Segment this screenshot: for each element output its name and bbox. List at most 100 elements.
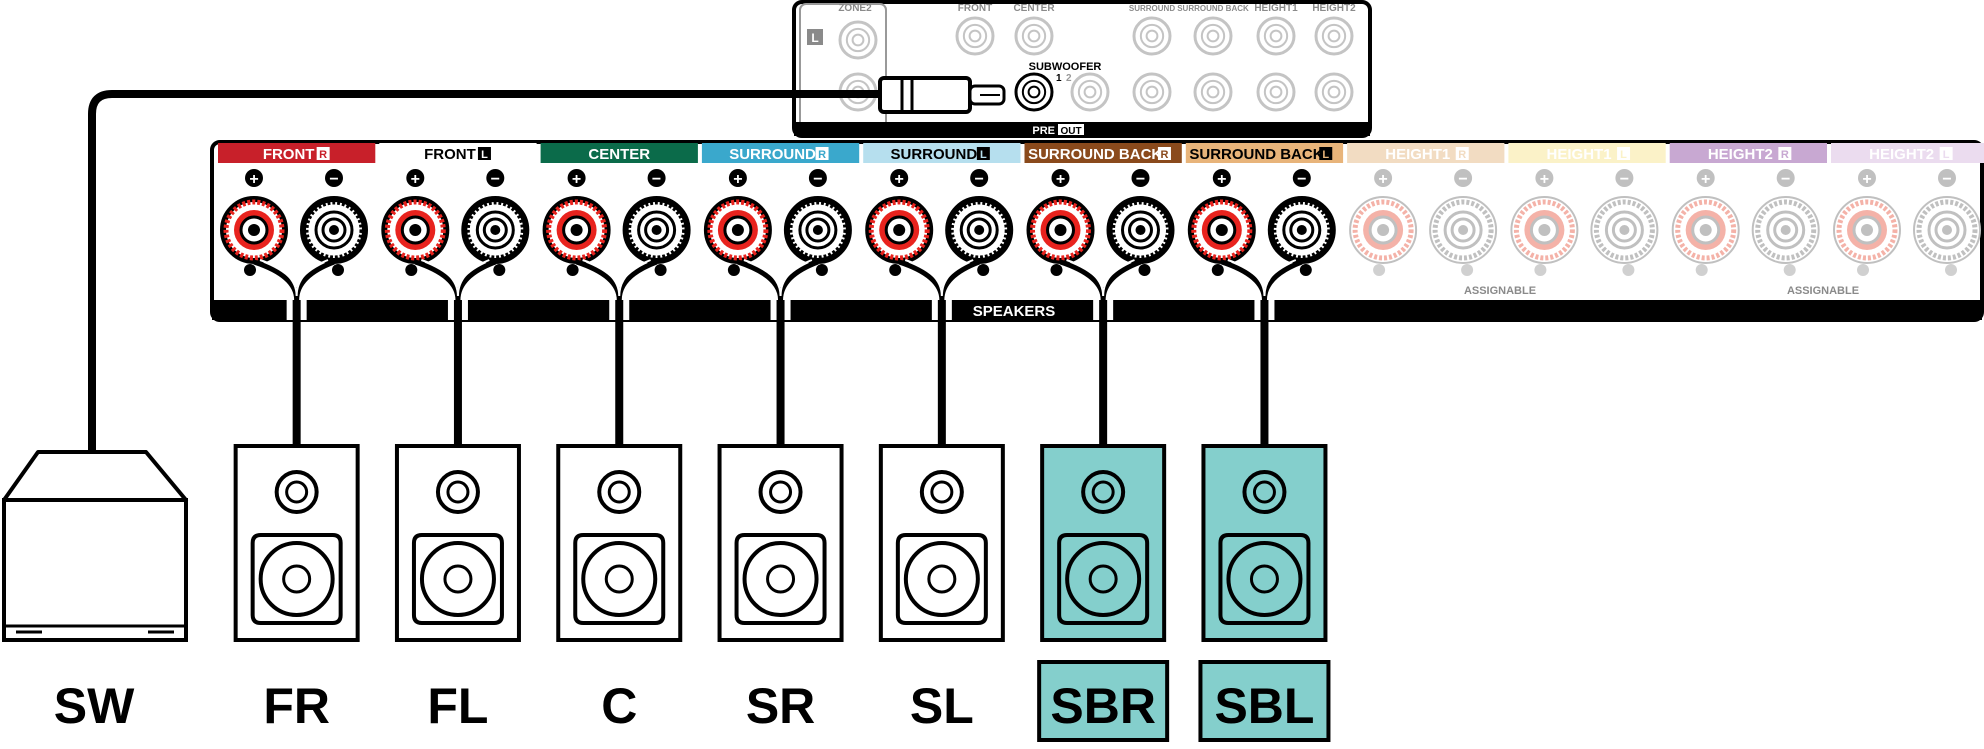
- preout-jack-top-ring: [1139, 23, 1165, 49]
- speaker-label-c: C: [601, 678, 637, 734]
- terminal-plus-10: +: [1833, 169, 1901, 264]
- plus-post-core: [248, 224, 260, 236]
- plus-symbol: +: [1056, 171, 1065, 188]
- minus-post-core: [1296, 225, 1307, 235]
- minus-badge: [647, 169, 666, 187]
- minus-badge: [808, 169, 827, 187]
- post-foot: [1857, 264, 1869, 276]
- terminal-minus-10: −: [1913, 169, 1981, 264]
- terminal-wire-highlight-3: [743, 259, 813, 297]
- preout-jack-bottom-core: [1145, 85, 1159, 99]
- plus-badge: [1858, 169, 1876, 187]
- post-foot: [1945, 264, 1957, 276]
- speaker-label-fr: FR: [263, 678, 330, 734]
- tweeter-dome: [930, 480, 954, 504]
- preout-zone2-channel: L: [811, 31, 818, 45]
- subwoofer-body: [2, 498, 188, 642]
- preout-jack-bottom: [1193, 72, 1233, 112]
- preout-sub-num-1: 1: [1056, 73, 1062, 84]
- minus-badge: [325, 169, 343, 187]
- preout-jack-top-core: [1206, 29, 1220, 43]
- post-foot: [1050, 264, 1063, 276]
- minus-symbol: −: [1297, 171, 1306, 188]
- minus-post-core: [1619, 225, 1630, 235]
- band-label-0: FRONT: [263, 146, 315, 163]
- band-label-8: HEIGHT1: [1547, 146, 1612, 163]
- preout-subwoofer-label: SUBWOOFER: [1029, 61, 1102, 73]
- terminal-wire-highlight-0: [259, 259, 329, 297]
- band-side-3: R: [818, 149, 826, 161]
- tweeter-dome: [1252, 480, 1276, 504]
- plus-symbol: +: [572, 171, 581, 188]
- minus-post-core: [1780, 225, 1791, 235]
- band-side-box-3: [815, 147, 829, 160]
- terminal-plus-1: +: [381, 169, 450, 264]
- tweeter-dome: [1091, 480, 1115, 504]
- terminal-minus-9: −: [1751, 169, 1820, 264]
- subwoofer-1-jack-ring: [1021, 79, 1047, 105]
- plus-symbol: +: [1378, 171, 1387, 188]
- tweeter-dome: [285, 480, 309, 504]
- preout-jack-bottom: [1314, 72, 1354, 112]
- terminal-minus-4: −: [945, 169, 1014, 264]
- terminal-plus-7: +: [1349, 169, 1418, 264]
- preout-jack-bottom: [1256, 72, 1296, 112]
- minus-post-core: [651, 225, 662, 235]
- band-side-box-8: [1617, 147, 1631, 160]
- preout-header-surround: SURROUND: [1129, 4, 1175, 13]
- preout-jack-top: [1193, 16, 1233, 56]
- minus-badge: [970, 169, 989, 187]
- subwoofer-1-jack: [1014, 72, 1054, 112]
- post-foot: [1461, 264, 1474, 276]
- post-foot: [1534, 264, 1547, 276]
- post-foot: [815, 264, 828, 276]
- minus-post-core: [1942, 225, 1952, 235]
- subwoofer: [2, 450, 188, 642]
- post-foot: [1299, 264, 1312, 276]
- speakers-label-box: [958, 300, 1088, 320]
- terminal-wire-highlight-2: [582, 259, 651, 297]
- band-side-box-9: [1778, 147, 1792, 160]
- preout-jack-top-core: [968, 29, 982, 43]
- post-foot: [493, 264, 506, 276]
- speaker-cables: [292, 300, 1269, 446]
- woofer-cap: [927, 564, 957, 594]
- terminal-plus-0: +: [220, 169, 288, 264]
- minus-symbol: −: [813, 171, 822, 188]
- preout-panel: ZONE2 L FRONT CENTER SURROUND SURROUND B…: [792, 0, 1372, 138]
- minus-symbol: −: [491, 171, 500, 188]
- post-foot: [566, 264, 579, 276]
- band-side-box-0: [316, 147, 330, 160]
- minus-post-core: [490, 225, 501, 235]
- tweeter-dome: [446, 480, 470, 504]
- speaker-sbl: [1201, 444, 1328, 642]
- terminal-minus-1: −: [461, 169, 530, 264]
- post-foot: [1622, 264, 1635, 276]
- plus-badge: [406, 169, 425, 187]
- band-side-box-5: [1157, 147, 1171, 160]
- band-side-box-4: [976, 147, 990, 160]
- woofer-cap: [766, 564, 796, 594]
- speaker-label-sr: SR: [746, 678, 815, 734]
- band-side-4: L: [980, 149, 987, 161]
- preout-header-center: CENTER: [1013, 3, 1055, 14]
- plus-post-core: [409, 224, 422, 236]
- plus-badge: [1051, 169, 1070, 187]
- minus-badge: [1131, 169, 1150, 187]
- plus-post-core: [1699, 224, 1712, 236]
- preout-header-front: FRONT: [958, 3, 992, 14]
- plus-symbol: +: [1540, 171, 1549, 188]
- plus-post-core: [1215, 224, 1228, 236]
- terminal-wire-highlight-4: [904, 259, 974, 297]
- tweeter-dome: [769, 480, 793, 504]
- preout-jack-top-ring: [1021, 23, 1047, 49]
- band-label-4: SURROUND: [891, 146, 978, 163]
- plus-post-core: [1861, 224, 1873, 236]
- speakers: [233, 444, 1328, 642]
- post-foot: [1138, 264, 1151, 276]
- terminal-plus-5: +: [1026, 169, 1095, 264]
- speaker-label-box-sbl: [1198, 660, 1331, 742]
